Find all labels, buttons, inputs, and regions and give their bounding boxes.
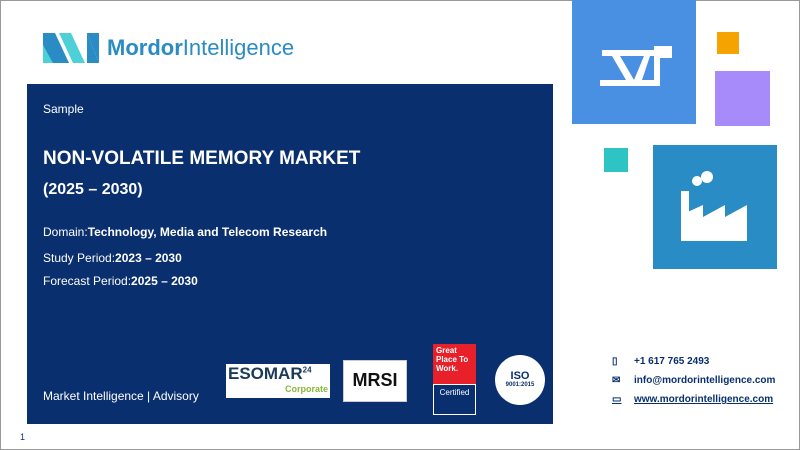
esomar-badge: ESOMAR24 Corporate bbox=[226, 364, 330, 398]
factory-tile bbox=[653, 145, 777, 269]
phone-icon: ▯ bbox=[612, 356, 618, 367]
email-icon: ✉ bbox=[612, 375, 621, 386]
domain-value: Technology, Media and Telecom Research bbox=[87, 225, 328, 239]
oil-pump-tile bbox=[572, 0, 696, 124]
contact-email[interactable]: ✉info@mordorintelligence.com bbox=[612, 375, 776, 386]
gptw-badge: Great Place To Work. Certified bbox=[433, 344, 476, 415]
purple-square bbox=[715, 71, 770, 126]
forecast-label: Forecast Period: bbox=[43, 274, 132, 288]
forecast-value: 2025 – 2030 bbox=[131, 274, 198, 288]
title-panel: Sample NON-VOLATILE MEMORY MARKET (2025 … bbox=[27, 84, 553, 424]
report-years: (2025 – 2030) bbox=[43, 181, 143, 198]
mrsi-badge: MRSI bbox=[343, 360, 407, 402]
study-value: 2023 – 2030 bbox=[115, 251, 182, 265]
logo-mark-icon bbox=[43, 33, 99, 63]
contact-phone: ▯+1 617 765 2493 bbox=[612, 356, 710, 367]
brand-name-light: Intelligence bbox=[182, 35, 295, 60]
brand-logo: MordorIntelligence bbox=[43, 33, 294, 63]
cyan-square bbox=[604, 148, 628, 172]
contact-website[interactable]: ▭www.mordorintelligence.com bbox=[612, 394, 774, 405]
factory-icon bbox=[681, 171, 747, 241]
brand-name-bold: Mordor bbox=[107, 35, 183, 60]
study-label: Study Period: bbox=[43, 251, 116, 265]
oil-pump-icon bbox=[600, 46, 672, 86]
orange-square bbox=[717, 32, 739, 54]
report-title: NON-VOLATILE MEMORY MARKET bbox=[43, 148, 361, 169]
sample-label: Sample bbox=[43, 102, 84, 116]
page-number: 1 bbox=[20, 432, 26, 442]
footer-tagline: Market Intelligence | Advisory bbox=[43, 389, 199, 403]
domain-label: Domain: bbox=[43, 225, 88, 239]
laptop-icon: ▭ bbox=[612, 394, 622, 405]
